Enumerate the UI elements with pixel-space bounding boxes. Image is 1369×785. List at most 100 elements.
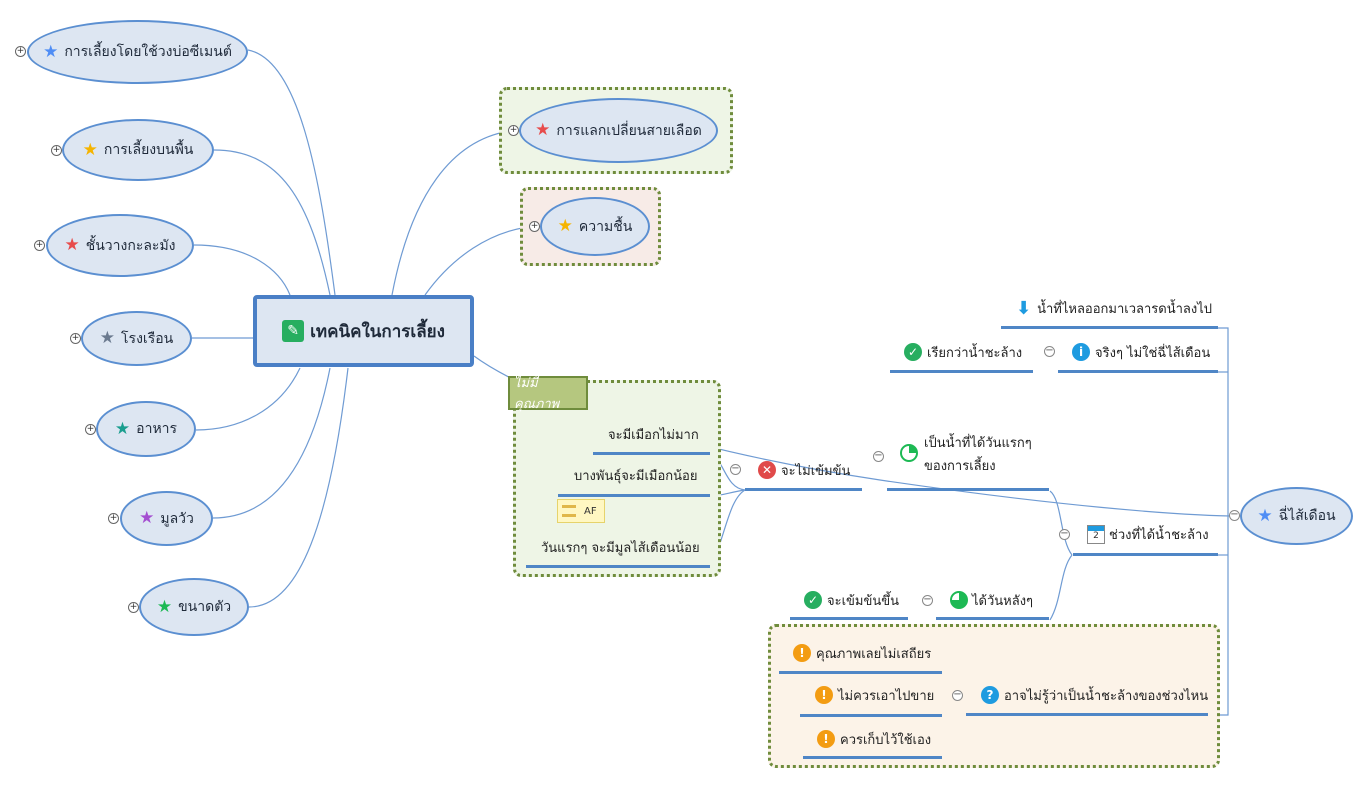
- node-cement-ring[interactable]: ★ การเลี้ยงโดยใช้วงบ่อซีเมนต์: [27, 20, 248, 84]
- underline: [745, 488, 862, 491]
- topic-label: ไม่ควรเอาไปขาย: [838, 688, 935, 704]
- star-icon: ★: [156, 596, 173, 617]
- question-icon: ?: [981, 686, 999, 704]
- topic-text: เป็นน้ำที่ได้วันแรกๆ ของการเลี้ยง: [924, 432, 1032, 478]
- topic-label-line2: ของการเลี้ยง: [924, 459, 996, 474]
- node-label: ความชื้น: [578, 218, 633, 235]
- topic-label: จริงๆ ไม่ใช่ฉี่ไส้เดือน: [1095, 345, 1211, 361]
- node-label: มูลวัว: [160, 510, 194, 527]
- info-icon: i: [1072, 343, 1090, 361]
- node-label: อาหาร: [136, 421, 178, 437]
- topic-label: เรียกว่าน้ำชะล้าง: [927, 345, 1023, 361]
- node-label: การแลกเปลี่ยนสายเลือด: [556, 122, 702, 139]
- collapse-icon[interactable]: −: [1044, 345, 1055, 357]
- underline: [1073, 553, 1218, 556]
- topic-some-breeds[interactable]: บางพันธุ์จะมีเมือกน้อย: [574, 465, 697, 485]
- star-icon: ★: [557, 216, 573, 236]
- expand-icon[interactable]: +: [34, 240, 45, 251]
- topic-little-mucus[interactable]: จะมีเมือกไม่มาก: [608, 424, 699, 444]
- topic-label: ควรเก็บไว้ใช้เอง: [840, 732, 932, 748]
- underline: [1058, 370, 1218, 373]
- node-label: ขนาดตัว: [178, 599, 232, 615]
- node-worm-pee[interactable]: ★ ฉี่ไส้เดือน: [1240, 487, 1353, 545]
- pencil-icon: ✎: [282, 320, 305, 342]
- node-cow-manure[interactable]: ★ มูลวัว: [120, 491, 213, 546]
- underline: [526, 565, 710, 568]
- topic-unstable-quality[interactable]: ! คุณภาพเลยไม่เสถียร: [793, 642, 931, 664]
- topic-first-days-water[interactable]: เป็นน้ำที่ได้วันแรกๆ ของการเลี้ยง: [900, 432, 1032, 478]
- expand-icon[interactable]: +: [128, 602, 139, 613]
- warning-icon: !: [817, 730, 835, 748]
- topic-label: จะไม่เข้มข้น: [781, 463, 851, 479]
- topic-label: คุณภาพเลยไม่เสถียร: [816, 646, 932, 662]
- node-floor[interactable]: ★ การเลี้ยงบนพื้น: [62, 119, 214, 181]
- expand-icon[interactable]: +: [70, 333, 81, 344]
- topic-water-flow[interactable]: ⬇ น้ำที่ไหลออกมาเวลารดน้ำลงไป: [1016, 297, 1212, 319]
- topic-more-concentrated[interactable]: ✓ จะเข้มข้นขึ้น: [804, 589, 899, 611]
- topic-label: บางพันธุ์จะมีเมือกน้อย: [574, 468, 698, 484]
- expand-icon[interactable]: +: [508, 125, 519, 136]
- node-humidity[interactable]: ★ ความชื้น: [540, 197, 650, 256]
- af-label: AF: [584, 505, 597, 517]
- node-food[interactable]: ★ อาหาร: [96, 401, 196, 457]
- pie-three-quarter-icon: [950, 591, 968, 609]
- topic-wash-period[interactable]: 2 ช่วงที่ได้น้ำชะล้าง: [1087, 523, 1209, 545]
- calendar-icon: 2: [1087, 524, 1105, 544]
- star-icon: ★: [43, 41, 59, 62]
- underline: [779, 671, 942, 674]
- underline: [890, 370, 1033, 373]
- cross-icon: ✕: [758, 461, 776, 479]
- tag-label: ไม่มีคุณภาพ: [514, 376, 560, 412]
- topic-first-days[interactable]: วันแรกๆ จะมีมูลไส้เดือนน้อย: [541, 537, 700, 557]
- expand-icon[interactable]: +: [85, 424, 96, 435]
- topic-label-line1: เป็นน้ำที่ได้วันแรกๆ: [924, 436, 1032, 451]
- topic-not-concentrated[interactable]: ✕ จะไม่เข้มข้น: [758, 459, 850, 481]
- central-label: เทคนิคในการเลี้ยง: [310, 321, 445, 342]
- collapse-icon[interactable]: −: [922, 594, 933, 606]
- star-icon: ★: [64, 235, 80, 255]
- node-basin-shelf[interactable]: ★ ชั้นวางกะละมัง: [46, 214, 194, 277]
- topic-label: จะมีเมือกไม่มาก: [608, 427, 699, 443]
- check-icon: ✓: [804, 591, 822, 609]
- node-label: การเลี้ยงบนพื้น: [103, 142, 194, 158]
- topic-called-wash[interactable]: ✓ เรียกว่าน้ำชะล้าง: [904, 341, 1022, 363]
- expand-icon[interactable]: +: [529, 221, 540, 232]
- expand-icon[interactable]: +: [51, 145, 62, 156]
- star-icon: ★: [139, 508, 155, 528]
- arrow-down-icon: ⬇: [1016, 297, 1032, 319]
- check-icon: ✓: [904, 343, 922, 361]
- node-label: การเลี้ยงโดยใช้วงบ่อซีเมนต์: [64, 44, 232, 60]
- star-icon: ★: [99, 328, 116, 348]
- topic-keep-for-self[interactable]: ! ควรเก็บไว้ใช้เอง: [817, 728, 931, 750]
- underline: [593, 452, 710, 455]
- topic-later-days[interactable]: ได้วันหลังๆ: [950, 589, 1033, 611]
- topic-label: ช่วงที่ได้น้ำชะล้าง: [1109, 527, 1209, 543]
- collapse-icon[interactable]: −: [1229, 509, 1240, 521]
- star-icon: ★: [114, 418, 131, 439]
- warning-icon: !: [793, 644, 811, 662]
- calendar-number: 2: [1093, 530, 1099, 541]
- poor-quality-tag[interactable]: ไม่มีคุณภาพ: [508, 376, 588, 412]
- collapse-icon[interactable]: −: [730, 463, 741, 475]
- pie-quarter-icon: [900, 444, 918, 462]
- topic-unknown-period[interactable]: ? อาจไม่รู้ว่าเป็นน้ำชะล้างของช่วงไหน: [981, 684, 1208, 706]
- topic-not-for-sale[interactable]: ! ไม่ควรเอาไปขาย: [815, 684, 934, 706]
- poor-quality-boundary: [513, 380, 721, 577]
- collapse-icon[interactable]: −: [873, 450, 884, 462]
- topic-really-not[interactable]: i จริงๆ ไม่ใช่ฉี่ไส้เดือน: [1072, 341, 1210, 363]
- node-blood-exchange[interactable]: ★ การแลกเปลี่ยนสายเลือด: [519, 98, 718, 163]
- underline: [1001, 326, 1218, 329]
- collapse-icon[interactable]: −: [952, 689, 963, 701]
- expand-icon[interactable]: +: [15, 46, 26, 57]
- topic-label: น้ำที่ไหลออกมาเวลารดน้ำลงไป: [1037, 301, 1213, 317]
- node-greenhouse[interactable]: ★ โรงเรือน: [81, 311, 192, 366]
- af-marker[interactable]: AF: [557, 499, 605, 523]
- topic-label: วันแรกๆ จะมีมูลไส้เดือนน้อย: [541, 540, 700, 556]
- underline: [790, 617, 908, 620]
- node-label: ฉี่ไส้เดือน: [1278, 508, 1336, 524]
- collapse-icon[interactable]: −: [1059, 528, 1070, 540]
- central-topic[interactable]: ✎ เทคนิคในการเลี้ยง: [253, 295, 474, 367]
- expand-icon[interactable]: +: [108, 513, 119, 524]
- underline: [558, 494, 710, 497]
- node-body-size[interactable]: ★ ขนาดตัว: [139, 578, 249, 636]
